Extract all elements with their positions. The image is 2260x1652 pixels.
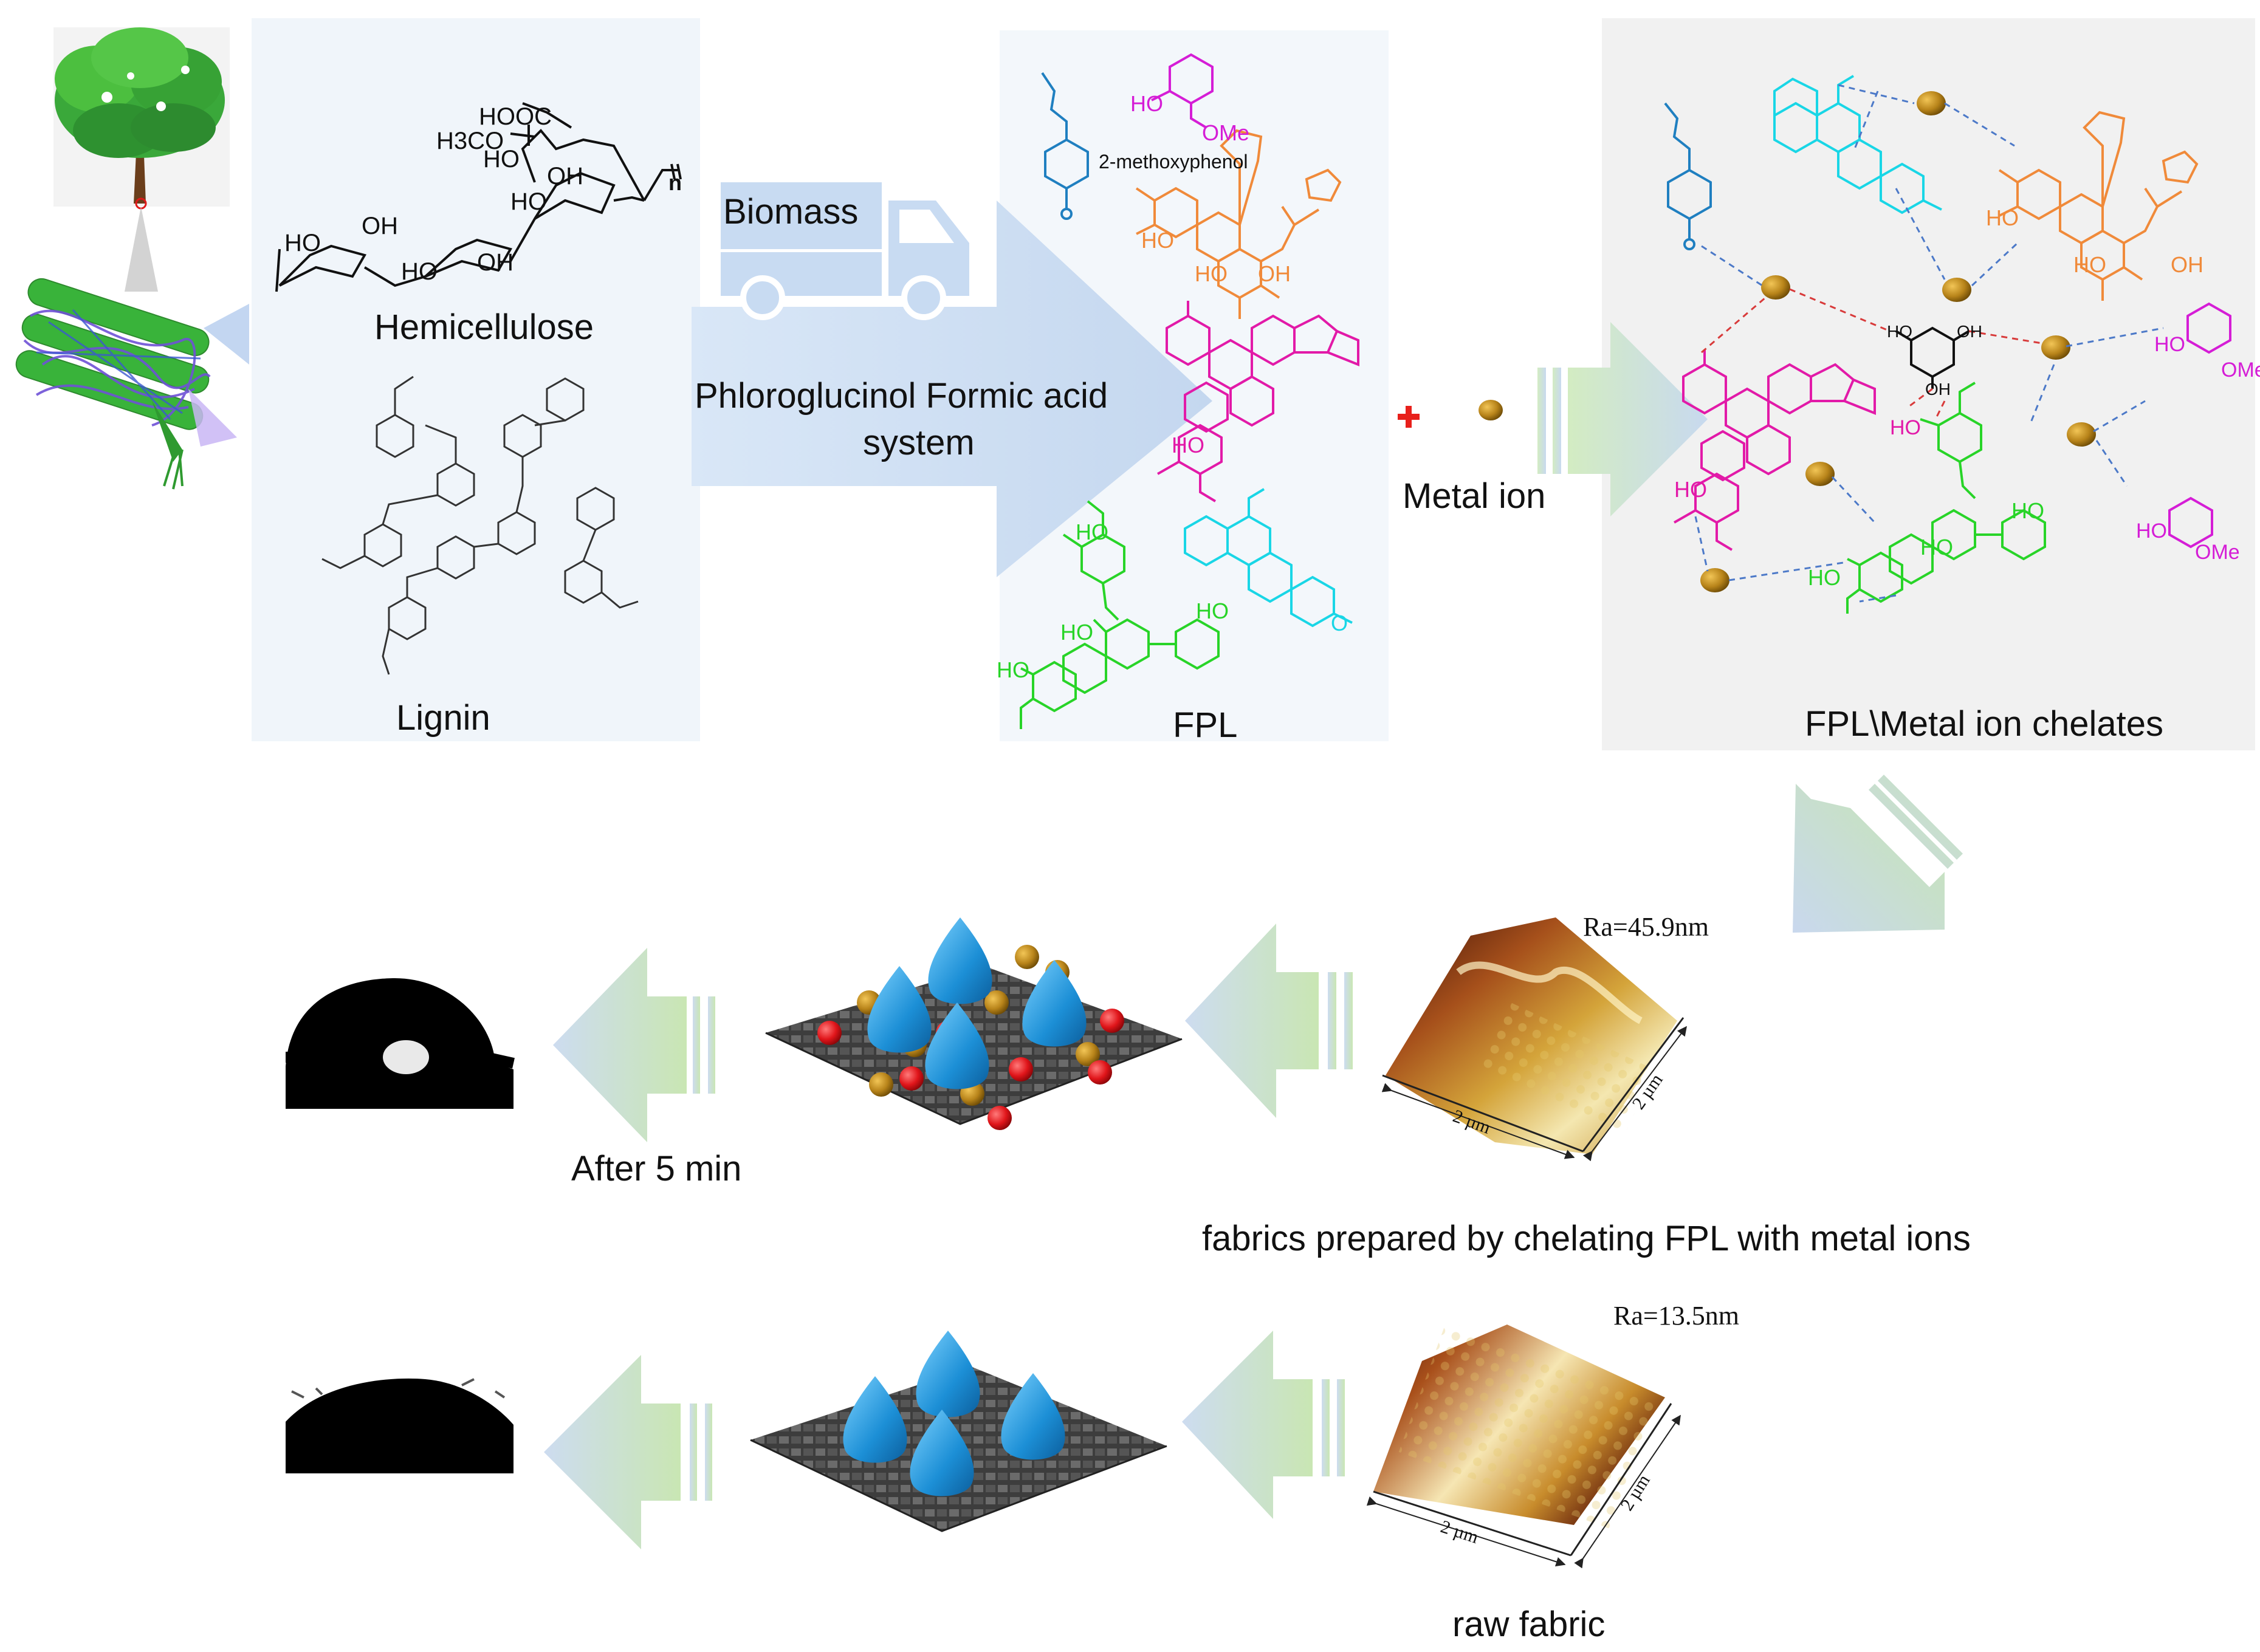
process-arrow — [692, 201, 1212, 577]
chem-oh-1: OH — [547, 163, 583, 190]
chem-ho-fpl-purple: HO — [1130, 91, 1163, 116]
chem-ho-fpl-green-3: HO — [997, 657, 1029, 682]
fpl-green-molecule — [1020, 500, 1220, 729]
plant-wall-panel — [252, 18, 700, 741]
chelate-orange-molecule — [1998, 111, 2199, 301]
chem-ho-chel-purple-2: HO — [2136, 519, 2167, 543]
chem-ho-fpl-magenta: HO — [1172, 433, 1204, 458]
chem-ho-chel-orange: HO — [1986, 205, 2019, 230]
chem-ho-3: HO — [284, 230, 321, 256]
metal-ion-icon — [1479, 400, 1503, 420]
chem-ho-4: HO — [401, 258, 438, 285]
fpl-orange-molecule — [1135, 129, 1342, 319]
process-label-line1: Phloroglucinol Formic acid — [695, 376, 1108, 416]
chelation-arrow — [1537, 322, 1708, 516]
chelate-purple-molecule-1 — [2186, 302, 2231, 354]
chelates-label: FPL\Metal ion chelates — [1805, 704, 2163, 744]
fpl-magenta-molecule — [1157, 301, 1359, 502]
raw-row-arrow-2 — [544, 1355, 712, 1549]
chem-ho-2: HO — [510, 188, 547, 215]
chem-ho-fpl-green-4: HO — [1196, 598, 1229, 623]
chem-ho-chel-green-2: HO — [1808, 565, 1841, 590]
chem-ome-chel-purple-1: OMe — [2221, 358, 2260, 382]
chem-ho-fpl-green: HO — [1076, 519, 1108, 544]
hemicellulose-structure — [275, 102, 682, 292]
chem-ho-fpl-orange: HO — [1141, 228, 1174, 253]
fpl-purple-molecule — [1151, 53, 1214, 129]
chem-ho-1: HO — [483, 146, 520, 173]
chem-ho-chel-green: HO — [1920, 535, 1953, 560]
chem-hooc: HOOC — [479, 103, 552, 130]
process-label-line2: system — [863, 423, 975, 462]
fpl-cyan-molecule — [1184, 488, 1353, 628]
coordination-bonds — [1694, 84, 2164, 603]
chem-ho-phloroglucinol: HO — [1887, 322, 1912, 341]
chem-oh-3: OH — [477, 249, 513, 276]
chelate-magenta-molecule — [1674, 349, 1876, 551]
plus-sign — [1398, 406, 1420, 428]
metal-ion-label: Metal ion — [1403, 476, 1546, 516]
chem-ho-chel-purple-1: HO — [2154, 333, 2185, 356]
raw-row-arrow-1 — [1182, 1331, 1345, 1519]
chem-ho-chel-orange-2: HO — [2073, 252, 2106, 277]
water-droplets-treated — [867, 917, 1087, 1089]
chem-ho-fpl-green-2: HO — [1060, 620, 1093, 645]
chem-oh-phloroglucinol: OH — [1957, 322, 1982, 341]
chem-ho-chel-magenta: HO — [1674, 477, 1707, 502]
biomass-label: Biomass — [723, 192, 859, 231]
biomass-truck-icon — [721, 182, 969, 320]
tree-icon — [53, 27, 230, 207]
chem-oh-phloroglucinol-2: OH — [1925, 380, 1951, 399]
treated-row-arrow-2 — [553, 948, 715, 1142]
chem-oh-chel-orange: OH — [2171, 252, 2203, 277]
afm-raw-ra: Ra=13.5nm — [1613, 1301, 1739, 1331]
chelate-phloroglucinol — [1895, 326, 1970, 389]
lignin-label: Lignin — [396, 698, 490, 738]
chem-h3co: H3CO — [436, 128, 504, 154]
afm-treated-ra: Ra=45.9nm — [1583, 912, 1709, 942]
afm-treated-surface — [1381, 917, 1687, 1162]
chelated-metal-ions — [1700, 91, 2096, 592]
chem-oh-2: OH — [362, 213, 398, 239]
hemicellulose-label: Hemicellulose — [374, 307, 594, 347]
fpl-blue-molecule — [1041, 72, 1089, 220]
cellulose-fibre-bundle-icon — [15, 278, 211, 490]
after-5-min-caption: After 5 min — [571, 1149, 742, 1188]
fabrication-arrow — [1793, 775, 1963, 933]
chem-n: n — [668, 170, 682, 195]
chem-ho-chel-green-3: HO — [2011, 498, 2044, 523]
molecule-name-label: 2-methoxyphenol — [1099, 151, 1248, 173]
chem-oh-fpl-orange: OH — [1258, 261, 1291, 286]
contact-angle-raw — [286, 1367, 513, 1473]
lignin-structure — [321, 375, 639, 675]
raw-caption: raw fabric — [1452, 1605, 1606, 1644]
chelate-green-molecule — [1846, 382, 2046, 614]
chem-ome-chel-purple-2: OMe — [2195, 541, 2240, 564]
chem-ome-fpl-purple: OMe — [1202, 120, 1250, 145]
chelate-purple-molecule-2 — [2168, 496, 2213, 549]
chem-ho-chel-link: HO — [1890, 416, 1921, 439]
chelate-blue-molecule — [1664, 102, 1712, 250]
treated-caption: fabrics prepared by chelating FPL with m… — [1202, 1219, 1971, 1258]
chelates-panel — [1602, 18, 2255, 750]
chem-o-fpl-cyan: O — [1331, 611, 1348, 636]
chem-ho-fpl-orange-2: HO — [1195, 261, 1228, 286]
contact-angle-treated — [286, 963, 515, 1109]
treated-row-arrow-1 — [1185, 924, 1353, 1118]
fpl-label: FPL — [1173, 705, 1238, 745]
water-droplets-raw — [843, 1331, 1065, 1496]
afm-raw-surface — [1366, 1320, 1681, 1569]
chelate-cyan-molecule — [1773, 75, 1942, 214]
